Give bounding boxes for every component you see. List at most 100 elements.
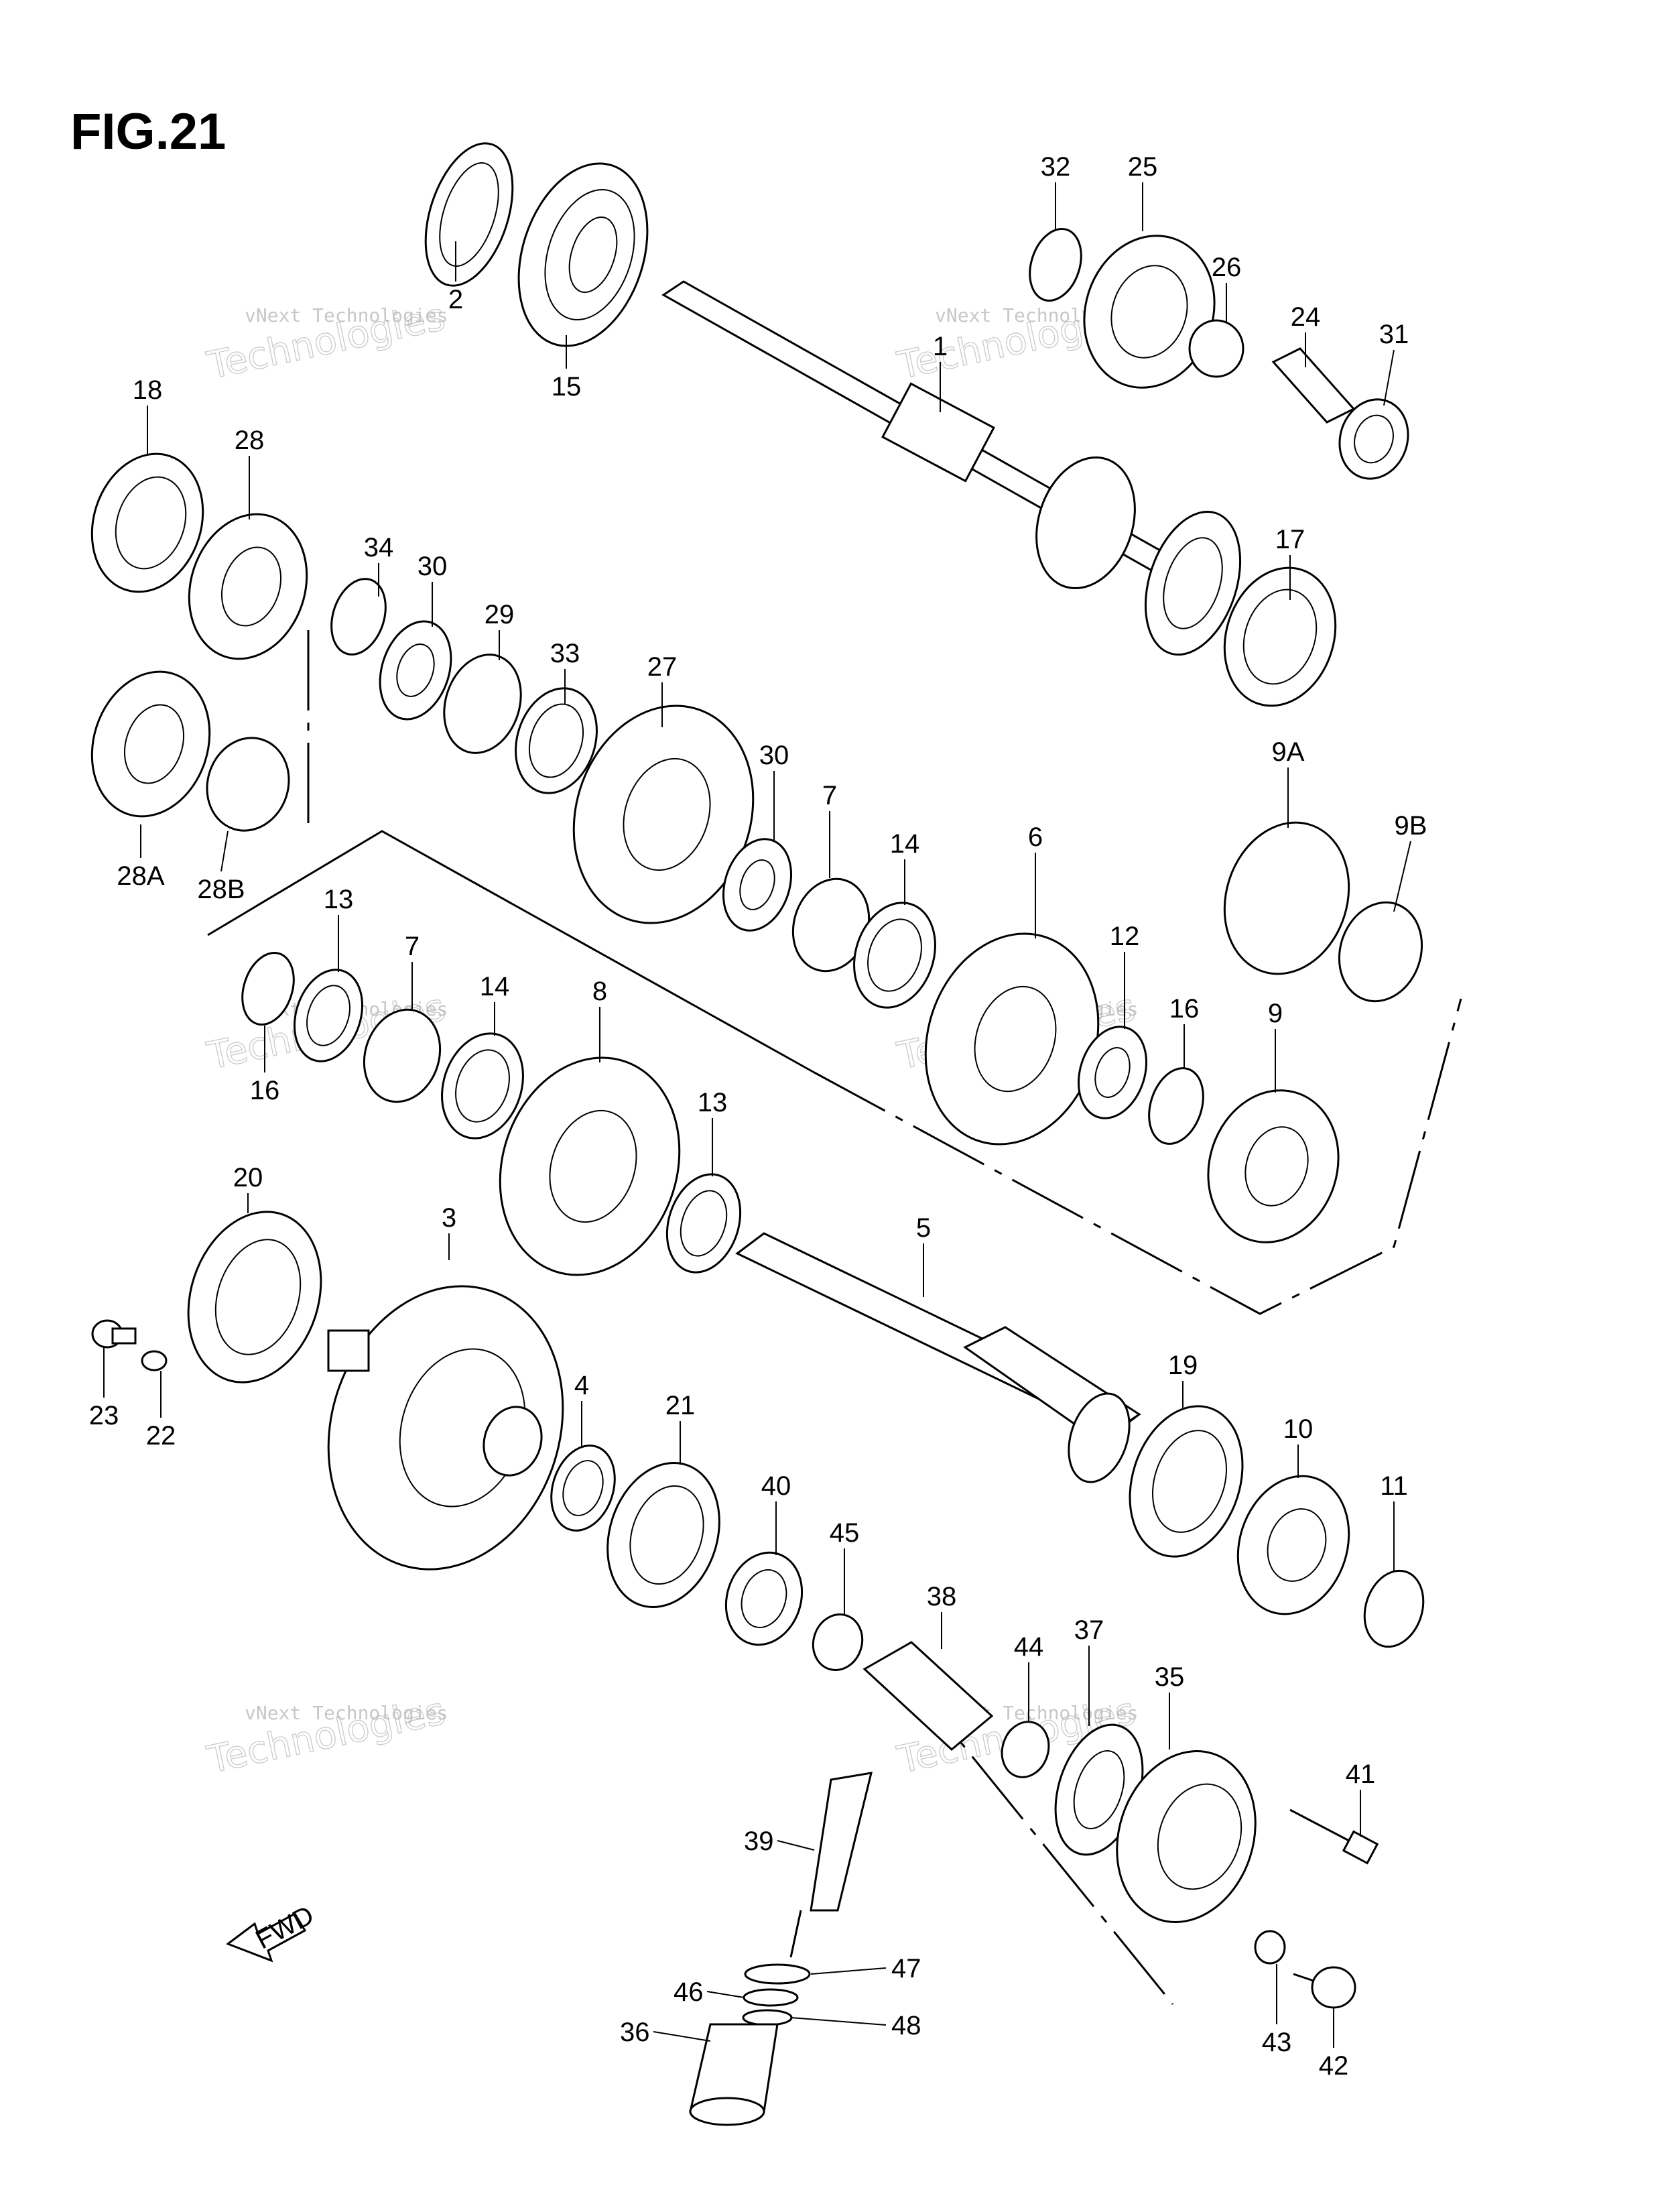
callout-label-17: 17 — [1275, 525, 1305, 554]
part-11-circlip — [1363, 1569, 1425, 1648]
callout-label-48: 48 — [891, 2011, 921, 2040]
callout-label-9A: 9A — [1272, 737, 1305, 767]
part-26-bushing — [1188, 319, 1244, 378]
callout-leader-line — [790, 2017, 887, 2026]
callout-label-35: 35 — [1155, 1662, 1185, 1692]
callout-label-16: 16 — [1169, 994, 1200, 1024]
part-25-gear — [1083, 235, 1216, 389]
callout-label-14: 14 — [480, 972, 510, 1001]
callout-label-40: 40 — [761, 1471, 791, 1501]
part-30-washer — [379, 620, 452, 721]
callout-label-24: 24 — [1291, 302, 1321, 332]
part-27-gear — [572, 704, 755, 924]
watermark-text: vNext Technologies — [245, 304, 448, 326]
callout-leader-line — [777, 1840, 815, 1851]
callout-leader-line — [810, 1967, 887, 1975]
part-2-oil-seal — [424, 142, 514, 287]
part-7-bushing — [363, 1008, 442, 1103]
callout-label-26: 26 — [1212, 253, 1242, 282]
callout-label-25: 25 — [1128, 152, 1158, 182]
callout-label-41: 41 — [1346, 1760, 1376, 1789]
part-21-bearing — [606, 1462, 720, 1608]
part-34-circlip — [330, 578, 387, 656]
part-28A-shift-cam — [90, 670, 211, 818]
part-14-needle-bearing — [441, 1032, 524, 1140]
callout-label-28A: 28A — [117, 861, 164, 891]
part-48-washer — [742, 2009, 793, 2026]
part-8-gear — [499, 1056, 681, 1276]
callout-label-8: 8 — [592, 977, 607, 1006]
callout-label-31: 31 — [1379, 320, 1409, 349]
part-40-bearing — [724, 1551, 804, 1646]
callout-label-10: 10 — [1283, 1414, 1314, 1444]
part-24-shaft — [1271, 347, 1356, 424]
callout-label-30: 30 — [759, 741, 789, 770]
callout-label-5: 5 — [916, 1213, 931, 1243]
part-19-bearing — [1129, 1405, 1244, 1558]
part-46-oring — [743, 1988, 799, 2007]
part-13-washer — [665, 1173, 742, 1274]
callout-label-38: 38 — [927, 1582, 957, 1611]
callout-leader-line — [1383, 349, 1395, 406]
callout-label-14: 14 — [890, 829, 920, 859]
callout-label-22: 22 — [146, 1421, 176, 1451]
callout-label-28: 28 — [235, 426, 265, 455]
part-12-washer — [1077, 1026, 1148, 1119]
part-22-washer — [141, 1350, 168, 1371]
part-47-washer — [744, 1963, 811, 1985]
callout-label-29: 29 — [485, 600, 515, 629]
part-35-housing — [1116, 1750, 1257, 1923]
callout-label-47: 47 — [891, 1954, 921, 1983]
part-1-countershaft — [661, 280, 1242, 656]
callout-label-4: 4 — [574, 1371, 589, 1400]
part-14-needle-bearing — [853, 902, 936, 1009]
callout-label-13: 13 — [324, 885, 354, 914]
part-16-circlip — [1148, 1067, 1204, 1145]
callout-label-1: 1 — [933, 332, 948, 361]
callout-label-18: 18 — [133, 375, 163, 405]
part-43-washer — [1254, 1930, 1286, 1965]
part-16-circlip — [241, 952, 295, 1026]
callout-label-12: 12 — [1110, 922, 1140, 951]
callout-label-34: 34 — [364, 533, 394, 562]
watermark-text: vNext Technologies — [245, 1702, 448, 1724]
callout-leader-line — [1393, 841, 1411, 912]
callout-label-39: 39 — [744, 1827, 774, 1856]
part-9-shift-cam — [1207, 1089, 1340, 1243]
callout-label-32: 32 — [1041, 152, 1071, 182]
part-39-driven-gear — [789, 1772, 873, 1958]
callout-label-30: 30 — [418, 552, 448, 581]
part-41-bolt — [1289, 1808, 1379, 1865]
callout-label-7: 7 — [822, 781, 837, 810]
part-17-bearing — [1223, 566, 1337, 707]
fwd-label: FWD — [251, 1900, 318, 1955]
callout-label-2: 2 — [448, 285, 463, 314]
callout-leader-line — [220, 831, 229, 872]
part-45-washer — [812, 1613, 864, 1671]
part-9A-shift-cam — [1223, 821, 1350, 975]
callout-label-19: 19 — [1168, 1351, 1198, 1380]
part-30-washer — [722, 838, 793, 932]
part-32-circlip — [1029, 228, 1082, 302]
callout-label-44: 44 — [1014, 1632, 1044, 1662]
callout-label-28B: 28B — [197, 875, 245, 904]
part-23-bolt — [91, 1319, 137, 1349]
callout-label-15: 15 — [552, 372, 582, 402]
part-36-bushing — [689, 2023, 779, 2126]
callout-label-27: 27 — [647, 652, 678, 682]
callout-leader-line — [706, 1991, 745, 1998]
part-28-shift-cam — [188, 513, 308, 660]
callout-label-42: 42 — [1319, 2051, 1349, 2081]
part-5-driveshaft — [735, 1232, 1141, 1483]
callout-label-23: 23 — [89, 1401, 119, 1430]
callout-label-7: 7 — [405, 932, 420, 961]
part-29-bushing — [443, 654, 522, 754]
callout-label-33: 33 — [550, 639, 580, 668]
callout-label-21: 21 — [665, 1391, 696, 1420]
part-3-gear — [327, 1285, 564, 1571]
part-4-oil-seal — [550, 1445, 616, 1532]
part-18-bearing — [90, 452, 204, 593]
callout-label-45: 45 — [830, 1518, 860, 1548]
part-38-drive-gear — [862, 1641, 994, 1751]
callout-label-36: 36 — [620, 2018, 650, 2047]
